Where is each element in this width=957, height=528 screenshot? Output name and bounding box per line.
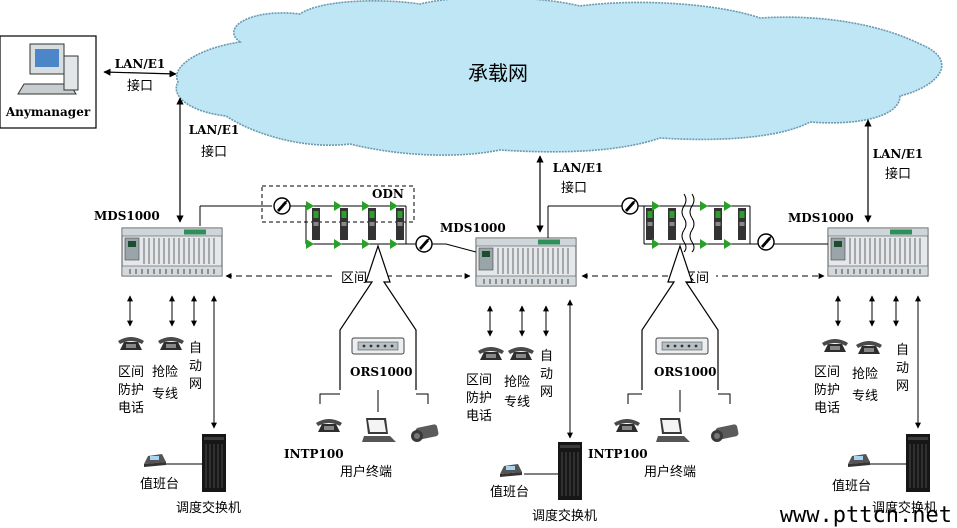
duty-console-icon-center (500, 464, 522, 477)
user-terminal-label-left: 用户终端 (340, 464, 392, 480)
auto-l2-left: 动 (189, 359, 202, 374)
odn-module-icon (396, 208, 404, 240)
duty-console-icon-left (144, 454, 166, 467)
section-phone-icon-right (822, 339, 848, 352)
dispatch-switch-label-left: 调度交换机 (176, 500, 241, 516)
section-phone-icon-left (118, 337, 144, 350)
splitter-icon (757, 233, 775, 251)
bearer-network-cloud (175, 0, 943, 156)
anymanager-node: Anymanager (0, 35, 97, 129)
left-subscribers: 区间 防护 电话 抢险 专线 自 动 网 值班台 调度交换机 (118, 295, 241, 516)
emergency-l2-left: 专线 (152, 387, 178, 402)
odn-module-icon (714, 208, 722, 240)
emergency-phone-icon-left (158, 337, 184, 350)
duty-console-label-center: 值班台 (490, 484, 529, 500)
anymanager-label: Anymanager (5, 105, 91, 119)
section-phone-l3-left: 电话 (118, 401, 144, 416)
lan-label-right: LAN/E1 (873, 147, 924, 161)
intp-phone-icon-right (614, 419, 640, 432)
mds-label-left: MDS1000 (94, 209, 160, 223)
splitter-icon (415, 235, 433, 253)
right-subscribers: 区间 防护 电话 抢险 专线 自 动 网 值班台 调度交换机 (814, 295, 937, 516)
odn-label: ODN (372, 187, 404, 201)
section-phone-l1-center: 区间 (466, 373, 492, 388)
intp-label-right: INTP100 (588, 447, 648, 461)
section-phone-l3-right: 电话 (814, 401, 840, 416)
mds-label-right: MDS1000 (788, 211, 854, 225)
ors-label-right: ORS1000 (654, 365, 717, 379)
mds-rack-center (475, 237, 577, 287)
odn-module-icon (312, 208, 320, 240)
dispatch-switch-icon-right (905, 433, 931, 493)
lan-label-center: LAN/E1 (553, 161, 604, 175)
auto-l3-center: 网 (540, 385, 553, 400)
section-phone-l1-left: 区间 (118, 365, 144, 380)
emergency-phone-icon-center (508, 347, 534, 360)
emergency-l2-center: 专线 (504, 395, 530, 410)
manager-cloud-link (103, 68, 177, 78)
ors-right-group: ORS1000 INTP100 用户终端 (588, 244, 740, 480)
mds-rack-right (827, 227, 929, 277)
emergency-l1-left: 抢险 (152, 364, 178, 380)
auto-l1-center: 自 (540, 349, 553, 364)
port-label-left: 接口 (201, 144, 227, 160)
dispatch-switch-label-center: 调度交换机 (532, 508, 597, 524)
watermark: www.pttcn.net (780, 503, 952, 528)
auto-l3-left: 网 (189, 377, 202, 392)
emergency-l1-right: 抢险 (852, 366, 878, 382)
ors-device-left (351, 337, 405, 355)
auto-l1-left: 自 (189, 341, 202, 356)
lan-label-manager: LAN/E1 (115, 57, 166, 71)
auto-l1-right: 自 (896, 343, 909, 358)
ors-label-left: ORS1000 (350, 365, 413, 379)
dispatch-switch-label-right: 调度交换机 (872, 500, 937, 516)
duty-console-icon-right (848, 454, 870, 467)
section-phone-l2-center: 防护 (466, 390, 492, 406)
user-terminal-label-right: 用户终端 (644, 464, 696, 480)
camera-icon-right (711, 423, 740, 442)
section-phone-l3-center: 电话 (466, 409, 492, 424)
section-phone-l2-right: 防护 (814, 382, 840, 398)
computer-icon (17, 43, 79, 95)
ors-device-right (655, 337, 709, 355)
duty-console-label-left: 值班台 (140, 476, 179, 492)
dispatch-switch-icon-left (201, 433, 227, 493)
auto-l3-right: 网 (896, 379, 909, 394)
auto-l2-center: 动 (540, 367, 553, 382)
center-subscribers: 区间 防护 电话 抢险 专线 自 动 网 值班台 调度交换机 (466, 299, 597, 524)
splitter-icon (621, 197, 639, 215)
emergency-phone-icon-right (856, 341, 882, 354)
laptop-icon-right (656, 418, 690, 442)
odn-module-icon (668, 208, 676, 240)
lan-label-left: LAN/E1 (189, 123, 240, 137)
section-phone-icon-center (478, 347, 504, 360)
port-label-center: 接口 (561, 180, 587, 196)
section-label-left: 区间 (341, 271, 367, 286)
intp-phone-icon-left (316, 419, 342, 432)
odn-module-icon (738, 208, 746, 240)
auto-l2-right: 动 (896, 361, 909, 376)
port-label-right: 接口 (885, 166, 911, 182)
mds-rack-left (121, 227, 223, 277)
section-phone-l1-right: 区间 (814, 365, 840, 380)
emergency-l2-right: 专线 (852, 389, 878, 404)
ors-left-group: ORS1000 INTP100 用户终端 (284, 244, 440, 480)
section-phone-l2-left: 防护 (118, 382, 144, 398)
odn-module-icon (646, 208, 654, 240)
mds-label-center: MDS1000 (440, 221, 506, 235)
dispatch-switch-icon-center (557, 441, 583, 501)
odn-right-segment (547, 193, 828, 253)
splitter-icon (273, 197, 291, 215)
odn-module-icon (368, 208, 376, 240)
odn-left-segment: ODN (199, 185, 477, 253)
emergency-l1-center: 抢险 (504, 374, 530, 390)
port-label-manager: 接口 (127, 78, 153, 94)
duty-console-label-right: 值班台 (832, 478, 871, 494)
intp-label-left: INTP100 (284, 447, 344, 461)
odn-module-icon (340, 208, 348, 240)
camera-icon-left (411, 423, 440, 442)
cloud-label: 承载网 (468, 61, 528, 85)
laptop-icon-left (362, 418, 396, 442)
